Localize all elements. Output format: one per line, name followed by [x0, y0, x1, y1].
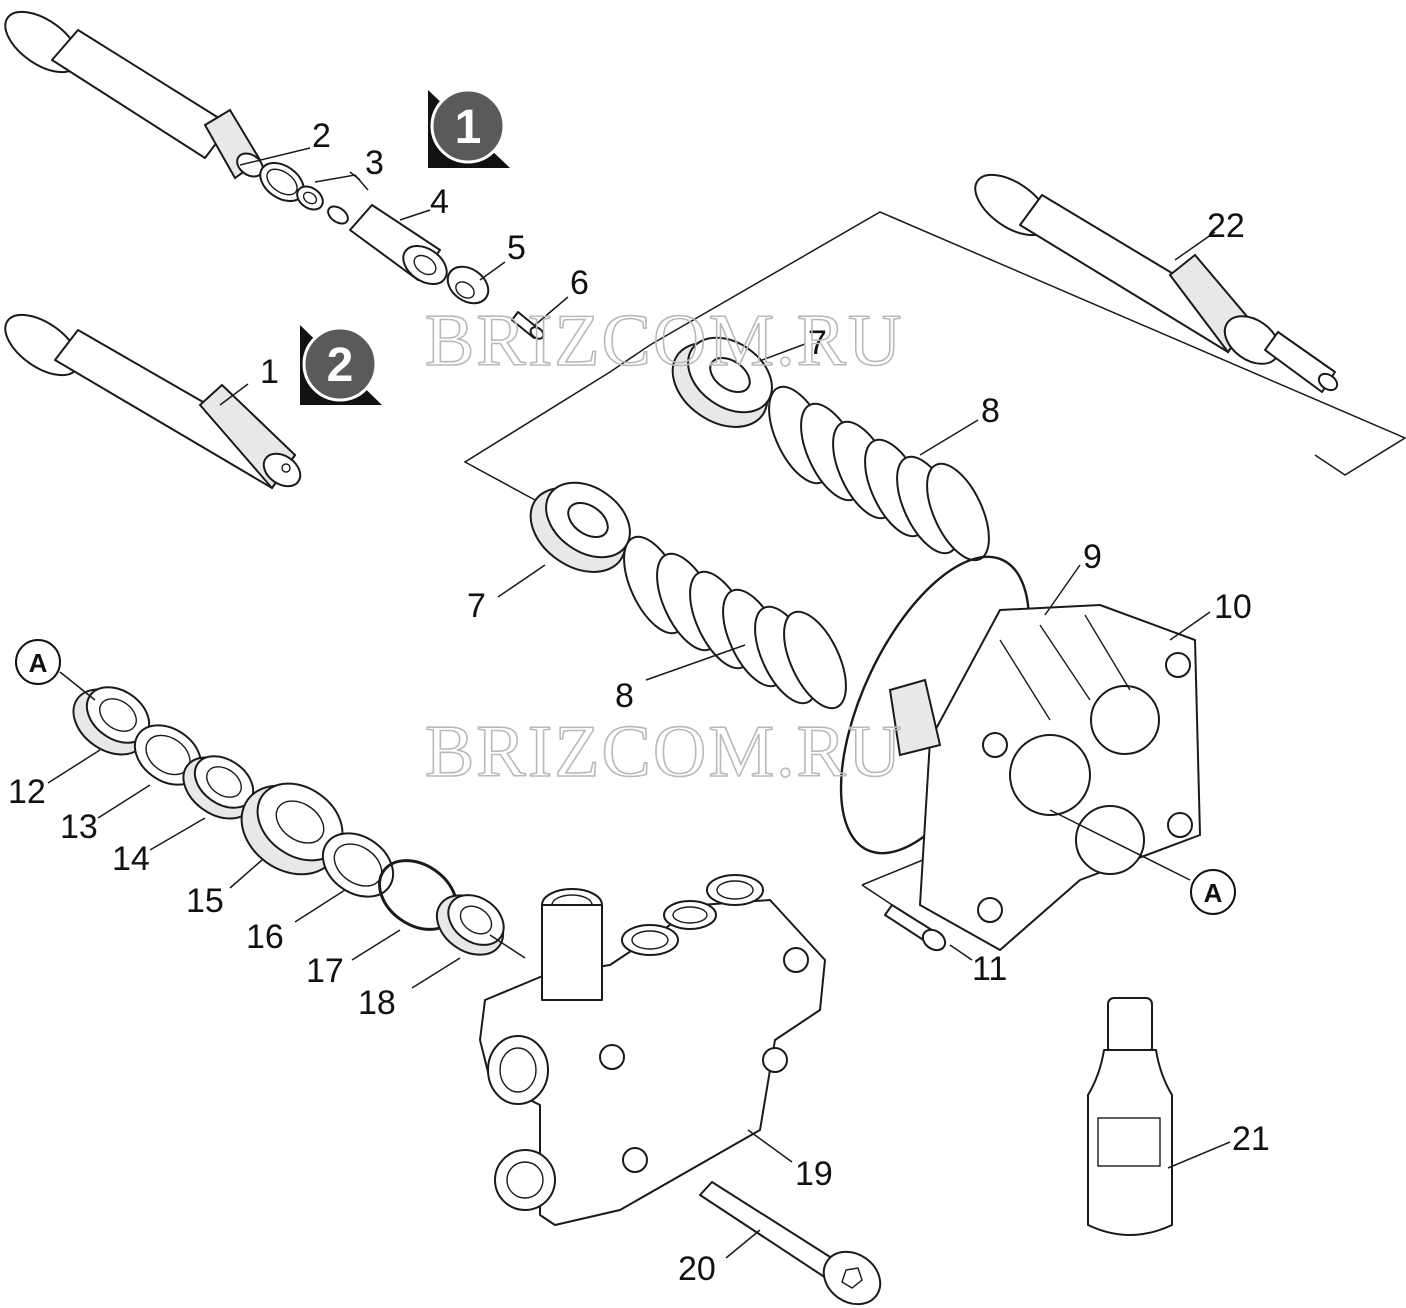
callout-labels: 1 2 3 4 5 6 7 7 8 8 9 10 11 12 13 14 15 … — [8, 117, 1270, 1288]
callout-15: 15 — [186, 882, 224, 920]
callout-5: 5 — [507, 229, 526, 267]
callout-4: 4 — [430, 183, 449, 221]
callout-8-lower: 8 — [615, 677, 634, 715]
callout-3: 3 — [365, 144, 384, 182]
callout-leader-lines — [47, 147, 1231, 1259]
piston-variant-2 — [4, 313, 302, 490]
watermarks: BRIZCOM.RU BRIZCOM.RU — [424, 299, 903, 794]
callout-7-upper: 7 — [808, 324, 827, 362]
variant-badge-1: 1 — [428, 88, 510, 168]
oil-bottle — [1087, 997, 1173, 1236]
callout-6: 6 — [570, 264, 589, 302]
seal-ring-12 — [72, 686, 151, 756]
flange-screw — [884, 904, 947, 952]
spring-seat-washer-lower — [529, 481, 631, 573]
callout-13: 13 — [60, 808, 98, 846]
seal-18 — [435, 894, 505, 956]
spring-upper — [768, 385, 990, 562]
seal-axis-line — [489, 934, 526, 959]
callout-16: 16 — [246, 918, 284, 956]
callout-14: 14 — [112, 840, 150, 878]
washer-16 — [321, 832, 395, 898]
callout-2: 2 — [312, 117, 331, 155]
callout-9: 9 — [1083, 538, 1102, 576]
spring-lower — [623, 535, 847, 710]
reference-marker-left-label: A — [29, 648, 48, 678]
variant-badge-1-label: 1 — [455, 101, 482, 154]
small-screw — [511, 311, 545, 340]
reference-marker-right-label: A — [1204, 878, 1223, 908]
reference-marker-right: A — [1190, 869, 1236, 915]
manifold-bolt — [699, 1181, 882, 1306]
callout-12: 12 — [8, 773, 46, 811]
small-washer — [296, 185, 324, 211]
pump-housing-flange — [888, 604, 1201, 951]
piston-variant-1 — [4, 10, 264, 180]
small-o-ring — [327, 205, 349, 225]
callout-1: 1 — [260, 353, 279, 391]
valve-manifold-block — [479, 874, 826, 1226]
variant-badge-2-label: 2 — [327, 339, 354, 392]
callout-17: 17 — [306, 952, 344, 990]
piston-assembly-22 — [974, 173, 1339, 393]
callout-11: 11 — [972, 950, 1007, 988]
flanged-washer — [446, 265, 490, 305]
callout-20: 20 — [678, 1250, 716, 1288]
reference-marker-left: A — [15, 639, 61, 685]
callout-19: 19 — [795, 1155, 833, 1193]
callout-18: 18 — [358, 984, 396, 1022]
callout-10: 10 — [1214, 588, 1252, 626]
callout-21: 21 — [1232, 1120, 1270, 1158]
callout-8-upper: 8 — [981, 392, 1000, 430]
seal-14 — [182, 755, 255, 820]
callout-22: 22 — [1207, 207, 1245, 245]
sleeve — [349, 204, 448, 286]
variant-badge-2: 2 — [300, 325, 382, 405]
callout-7-lower: 7 — [467, 587, 486, 625]
watermark-upper: BRIZCOM.RU — [425, 300, 903, 382]
spring-seat-washer-upper — [671, 336, 773, 428]
watermark-lower: BRIZCOM.RU — [425, 711, 903, 793]
